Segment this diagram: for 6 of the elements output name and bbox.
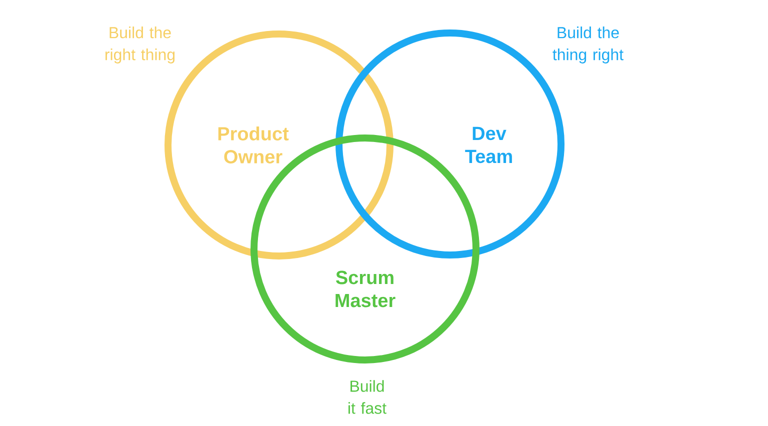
circle-label: Scrum Master bbox=[336, 270, 396, 308]
circle-label: Dev Team bbox=[465, 126, 512, 164]
node-label: Build it fast bbox=[348, 380, 386, 414]
node-label: Build the right thing bbox=[106, 26, 175, 64]
circle-label: Product Owner bbox=[218, 126, 289, 164]
node-label: Build the thing right bbox=[552, 26, 624, 64]
